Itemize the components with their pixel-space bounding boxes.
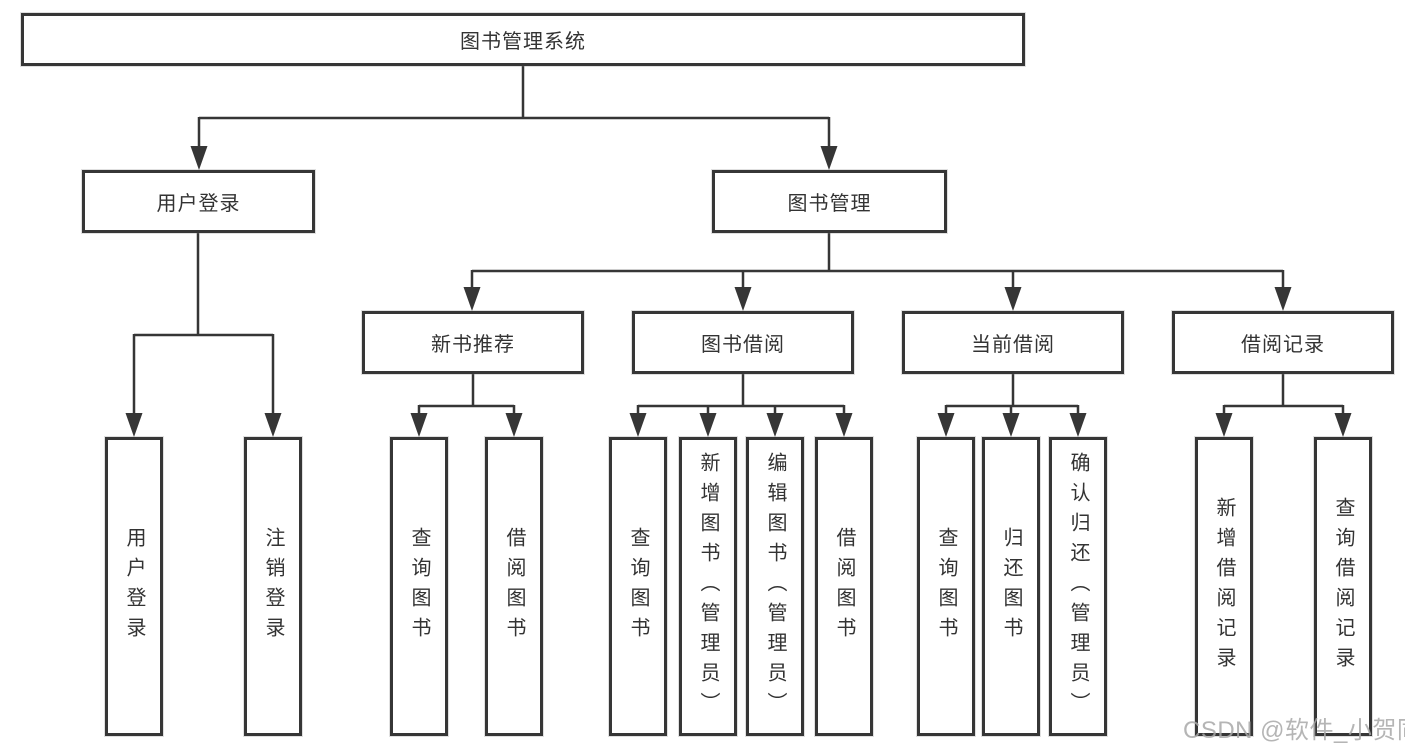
leaf-query-books-recommend: 查询图书 (390, 437, 448, 736)
leaf-edit-book-admin: 编辑图书（管理员） (746, 437, 804, 736)
node-book-management: 图书管理 (712, 170, 947, 233)
leaf-query-books-borrowing-label: 查询图书 (627, 526, 649, 647)
leaf-logout: 注销登录 (244, 437, 302, 736)
leaf-user-login-label: 用户登录 (123, 526, 145, 647)
leaf-query-books-current: 查询图书 (917, 437, 975, 736)
leaf-query-books-recommend-label: 查询图书 (408, 526, 430, 647)
leaf-confirm-return-admin: 确认归还（管理员） (1049, 437, 1107, 736)
leaf-query-borrow-record-label: 查询借阅记录 (1332, 496, 1354, 677)
connector-new-book-recommendation-children (410, 374, 523, 437)
node-current-borrowing-label: 当前借阅 (971, 334, 1055, 356)
leaf-return-books: 归还图书 (982, 437, 1040, 736)
leaf-confirm-return-admin-label: 确认归还（管理员） (1067, 451, 1089, 722)
connector-current-borrowing-children (937, 374, 1087, 437)
node-root-label: 图书管理系统 (460, 31, 586, 53)
leaf-borrow-books-borrowing-label: 借阅图书 (833, 526, 855, 647)
csdn-watermark: CSDN @软件_小贺同学 (1183, 717, 1405, 744)
node-current-borrowing: 当前借阅 (902, 311, 1124, 374)
node-new-book-recommendation-label: 新书推荐 (431, 334, 515, 356)
leaf-add-book-admin-label: 新增图书（管理员） (697, 451, 719, 722)
leaf-query-borrow-record: 查询借阅记录 (1314, 437, 1372, 736)
connector-book-borrowing-children (629, 374, 853, 437)
connector-borrowing-records-children (1215, 374, 1352, 437)
node-root: 图书管理系统 (21, 13, 1025, 66)
leaf-add-book-admin: 新增图书（管理员） (679, 437, 737, 736)
leaf-user-login: 用户登录 (105, 437, 163, 736)
leaf-borrow-books-borrowing: 借阅图书 (815, 437, 873, 736)
node-new-book-recommendation: 新书推荐 (362, 311, 584, 374)
leaf-query-books-current-label: 查询图书 (935, 526, 957, 647)
leaf-add-borrow-record: 新增借阅记录 (1195, 437, 1253, 736)
leaf-borrow-books-recommend: 借阅图书 (485, 437, 543, 736)
connector-root-to-level2 (190, 66, 838, 170)
node-user-login-label: 用户登录 (156, 193, 241, 215)
node-book-borrowing: 图书借阅 (632, 311, 854, 374)
node-book-borrowing-label: 图书借阅 (701, 334, 785, 356)
connector-book-management-children (463, 233, 1292, 311)
connector-user-login-children (125, 233, 282, 437)
node-user-login: 用户登录 (82, 170, 315, 233)
leaf-borrow-books-recommend-label: 借阅图书 (503, 526, 525, 647)
leaf-query-books-borrowing: 查询图书 (609, 437, 667, 736)
leaf-edit-book-admin-label: 编辑图书（管理员） (764, 451, 786, 722)
node-book-management-label: 图书管理 (787, 193, 872, 215)
leaf-logout-label: 注销登录 (262, 526, 284, 647)
node-borrowing-records: 借阅记录 (1172, 311, 1394, 374)
leaf-add-borrow-record-label: 新增借阅记录 (1213, 496, 1235, 677)
node-borrowing-records-label: 借阅记录 (1241, 334, 1325, 356)
leaf-return-books-label: 归还图书 (1000, 526, 1022, 647)
